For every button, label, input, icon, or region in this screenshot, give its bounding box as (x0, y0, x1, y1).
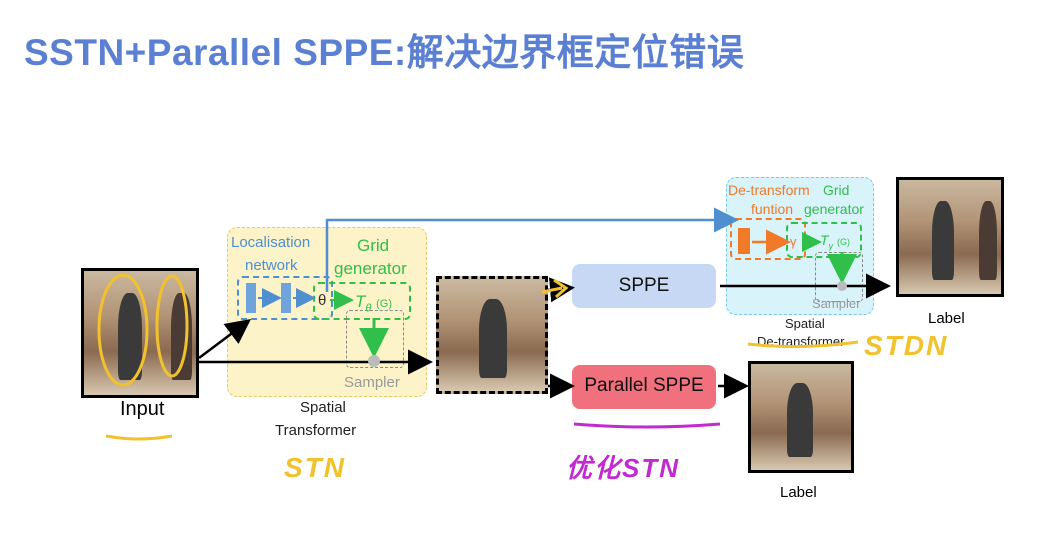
stn-grid-label-1: Grid (357, 236, 390, 255)
detransform-block (738, 228, 750, 254)
label-bottom-image (748, 361, 854, 473)
loc-layer-2 (281, 283, 291, 313)
loc-layer-1 (246, 283, 256, 313)
sdtn-gamma-symbol: γ (790, 234, 797, 249)
sdtn-grid-label-1: Grid (823, 182, 850, 198)
stn-sampler-box (346, 310, 404, 368)
label-top-figure (931, 200, 955, 281)
cropped-person-figure (479, 299, 507, 378)
parallel-sppe-box (572, 365, 716, 409)
label-top-side-figure (978, 200, 997, 281)
stn-sampler-label: Sampler (344, 374, 400, 391)
input-label: Input (120, 398, 165, 420)
stn-transform-main: T (355, 292, 366, 311)
sdtn-transform-main: T (820, 232, 829, 248)
sdtn-transform-arg: (G) (836, 237, 850, 247)
input-highlight-side (155, 274, 189, 378)
label-top-caption: Label (928, 310, 965, 327)
cropped-image (436, 276, 548, 394)
input-image (81, 268, 199, 398)
theta-to-detransform-route (325, 207, 739, 292)
sdtn-caption-1: Spatial (785, 316, 825, 331)
arrow-input-to-localisation (198, 319, 251, 359)
annotation-stdn: STDN (864, 330, 949, 361)
sdtn-grid-label-2: generator (804, 201, 864, 217)
input-underline (105, 434, 173, 441)
label-top-image (896, 177, 1004, 297)
stn-theta-symbol: θ (318, 292, 327, 309)
detransform-label-1: De-transform (728, 182, 810, 198)
annotation-optimize-stn: 优化STN (566, 453, 681, 483)
localisation-label-2: network (245, 257, 298, 274)
sdtn-panel (726, 177, 874, 315)
input-highlight-main (97, 273, 149, 387)
label-bottom-figure (787, 383, 813, 458)
page-title: SSTN+Parallel SPPE:解决边界框定位错误 (24, 32, 745, 73)
stn-caption-1: Spatial (300, 399, 346, 416)
input-person-figure (117, 293, 143, 381)
localisation-network-box (237, 276, 333, 320)
sdtn-sampler-box (815, 252, 863, 302)
stn-grid-label-2: generator (334, 259, 407, 278)
stn-transform-arg: (G) (376, 298, 392, 310)
sdtn-transform-sub: γ (828, 240, 834, 251)
sppe-label: SPPE (618, 275, 670, 296)
localisation-label-1: Localisation (231, 234, 311, 251)
sdtn-sampler-dot (837, 281, 847, 291)
sdtn-transform-formula: Tγ (G) (820, 232, 850, 251)
label-bottom-caption: Label (780, 484, 817, 501)
stn-transform-formula: Tθ (G) (355, 292, 392, 314)
annotation-stn: STN (284, 452, 346, 483)
sppe-box (572, 264, 716, 308)
yellow-highlight-arrow (541, 278, 569, 299)
detransform-label-2: funtion (751, 201, 794, 217)
parallel-sppe-label: Parallel SPPE (584, 375, 704, 396)
stn-caption-2: Transformer (275, 422, 357, 439)
sdtn-underline (747, 340, 859, 349)
sdtn-sampler-label: Sampler (812, 296, 861, 311)
stn-sampler-dot (368, 355, 380, 367)
parallel-underline (573, 422, 721, 429)
stn-transform-sub: θ (365, 302, 372, 315)
